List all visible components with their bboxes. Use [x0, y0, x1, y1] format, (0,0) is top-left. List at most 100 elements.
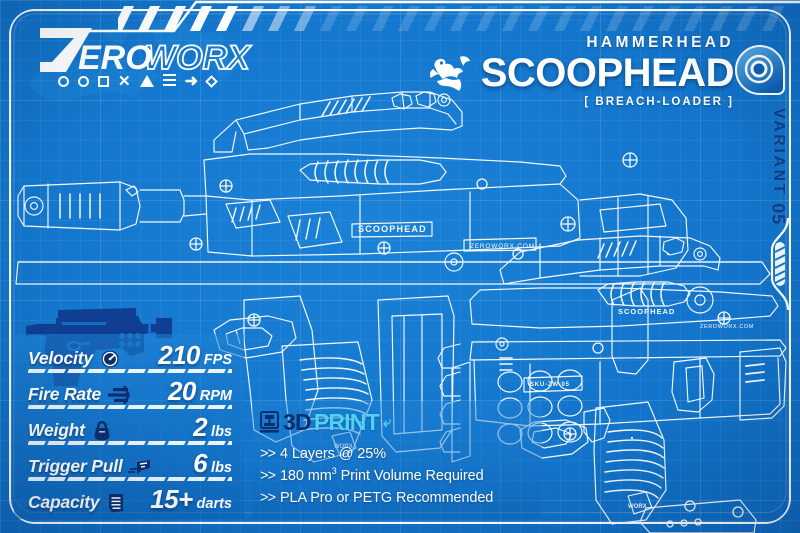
print-spec-line: >> PLA Pro or PETG Recommended [260, 487, 532, 509]
stat-value: 6 [193, 448, 208, 478]
print-spec-list: >> 4 Layers @ 25%>> 180 mm3 Print Volume… [260, 443, 532, 509]
stat-divider [28, 403, 232, 412]
stat-label-group: Weight [28, 420, 114, 441]
speed-lines-icon [108, 385, 131, 404]
hash-stripe [475, 6, 499, 31]
print-spec-text: 180 mm3 Print Volume Required [279, 466, 484, 484]
stat-divider [28, 475, 232, 484]
print-title-3d: 3D [283, 408, 312, 435]
hash-stripe [501, 6, 525, 31]
corner-arrow-icon: ⤶ [382, 413, 392, 431]
svg-text:SKU-ZW-05: SKU-ZW-05 [530, 382, 570, 388]
stat-value: 15+ [150, 484, 193, 514]
model-eyebrow: HAMMERHEAD [586, 34, 734, 51]
svg-text:SCOOPHEAD: SCOOPHEAD [618, 307, 675, 316]
stat-unit: lbs [211, 424, 232, 440]
stat-label: Fire Rate [28, 384, 102, 404]
variant-label: VARIANT 05 [767, 108, 788, 225]
stat-label: Velocity [28, 348, 93, 368]
stat-label: Trigger Pull [28, 456, 123, 476]
kettlebell-icon [94, 420, 110, 440]
svg-text:ERO: ERO [78, 39, 152, 76]
print-bullet: >> [260, 445, 278, 462]
speedometer-icon [101, 350, 119, 367]
svg-text:SCOOPHEAD: SCOOPHEAD [358, 224, 427, 234]
hash-stripe [761, 6, 785, 31]
brand-glyph-row: ✕ ➜ [58, 73, 218, 89]
stat-label: Weight [28, 420, 85, 440]
stat-label-group: Fire Rate [28, 384, 131, 405]
hash-stripe [371, 6, 395, 31]
print-spec-line: >> 180 mm3 Print Volume Required [260, 465, 532, 487]
stat-label: Capacity [28, 492, 100, 512]
brand-logo[interactable]: ERO WORX ✕ ➜ [26, 24, 256, 98]
model-subtitle: [ BREACH-LOADER ] [584, 95, 734, 108]
hash-stripe [527, 6, 551, 31]
stat-row: Capacity 15+darts [28, 484, 232, 514]
print-bullet: >> [260, 467, 278, 484]
print-bullet: >> [260, 489, 278, 506]
model-name: SCOOPHEAD [480, 51, 735, 95]
3d-printer-icon [260, 411, 279, 434]
hash-stripe [423, 6, 447, 31]
hash-stripe [449, 6, 473, 31]
diamond-icon [205, 74, 218, 88]
print-panel-header: 3D PRINT ⤶ [260, 409, 532, 436]
title-block: HAMMERHEAD SCOOPHEAD [ BREACH-LOADER ] [429, 34, 735, 108]
print-spec-line: >> 4 Layers @ 25% [260, 443, 532, 465]
variant-number: 05 [768, 203, 788, 226]
hammerhead-shark-icon [429, 56, 470, 92]
circle-icon [78, 75, 89, 87]
stat-value: 20 [168, 376, 196, 406]
svg-text:WORX: WORX [628, 504, 647, 510]
print-panel: 3D PRINT ⤶ >> 4 Layers @ 25%>> 180 mm3 P… [252, 400, 542, 519]
hash-stripe [657, 6, 681, 31]
stat-value: 210 [158, 340, 200, 370]
hash-stripe [735, 6, 759, 31]
svg-text:ZEROWORX.COM: ZEROWORX.COM [470, 243, 535, 250]
hash-stripe [553, 6, 577, 31]
hash-stripe [683, 6, 707, 31]
svg-text:ZEROWORX.COM: ZEROWORX.COM [700, 324, 754, 330]
stat-label-group: Capacity [28, 492, 128, 513]
stat-label-group: Velocity [28, 348, 122, 369]
hash-stripe [293, 6, 317, 31]
trigger-icon [127, 459, 150, 474]
print-spec-text: PLA Pro or PETG Recommended [279, 489, 494, 506]
stat-divider [28, 367, 232, 376]
variant-word: VARIANT [770, 108, 787, 197]
stat-unit: FPS [203, 352, 232, 368]
hash-stripe [345, 6, 369, 31]
side-grip-notch-icon [770, 218, 790, 310]
hash-stripe [319, 6, 343, 31]
brand-wordmark-icon: ERO WORX [40, 28, 253, 76]
print-title-print: PRINT [313, 408, 380, 435]
print-spec-text: 4 Layers @ 25% [279, 445, 386, 462]
stat-unit: darts [196, 496, 232, 512]
svg-text:WORX: WORX [144, 39, 252, 76]
hash-stripe [631, 6, 655, 31]
hash-stripe [397, 6, 421, 31]
stat-unit: lbs [211, 460, 232, 476]
hash-stripe [579, 6, 603, 31]
square-icon [98, 75, 109, 87]
stat-label-group: Trigger Pull [28, 456, 152, 477]
circle-o-brand-icon[interactable] [734, 44, 786, 96]
hash-stripe [709, 6, 733, 31]
stat-value-group: 15+darts [150, 484, 232, 515]
stat-value: 2 [193, 412, 208, 442]
circle-icon [58, 75, 69, 87]
stat-unit: RPM [199, 388, 232, 404]
magazine-icon [109, 493, 124, 512]
triangle-icon [139, 75, 154, 88]
